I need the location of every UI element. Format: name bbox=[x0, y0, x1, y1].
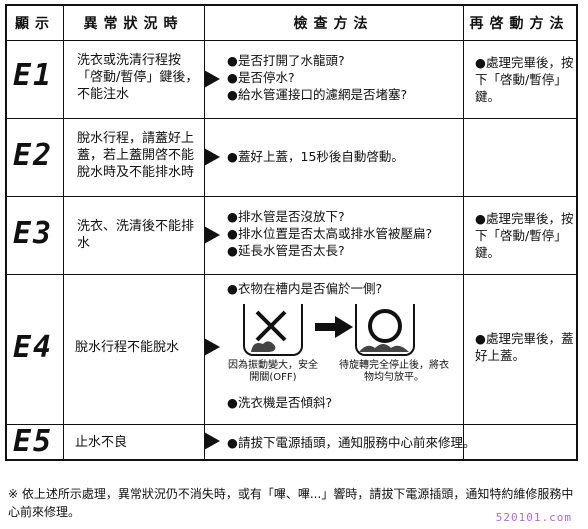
check-item: ●蓋好上蓋，15秒後自動啓動。 bbox=[227, 149, 404, 164]
check-item: ●延長水管是否太長? bbox=[227, 243, 345, 258]
error-code: E1 bbox=[13, 58, 54, 93]
error-code: E3 bbox=[13, 216, 54, 251]
table-row-e5: E5 止水不良 ●請拔下電源插頭，通知服務中心前來修理。 bbox=[7, 424, 576, 459]
header-display: 顯示 bbox=[15, 16, 55, 32]
check-item: ●是否打開了水龍頭? bbox=[227, 53, 345, 68]
error-code: E4 bbox=[13, 330, 54, 365]
footnote: ※ 依上述所示處理，異常狀況仍不消失時，或有「嗶、嗶...」響時，請拔下電源插頭… bbox=[8, 487, 574, 519]
check-list: ●衣物在槽内是否偏於一側? bbox=[227, 280, 465, 297]
header-condition: 異常狀況時 bbox=[83, 16, 184, 32]
header-check: 檢查方法 bbox=[293, 16, 374, 32]
condition-text: 洗衣或洗清行程按「啓動/暫停」鍵後，不能注水 bbox=[77, 53, 199, 102]
check-list: ●是否打開了水龍頭? ●是否停水? ●給水管運接口的濾網是否堵塞? bbox=[227, 52, 465, 103]
arrow-right-icon bbox=[204, 432, 220, 450]
table-row-e4: E4 脫水行程不能脫水 ●衣物在槽内是否偏於一側? bbox=[7, 274, 576, 425]
figure-caption-right: 待旋轉完全停止後，將衣物均勻放平。 bbox=[339, 360, 449, 383]
check-list: ●請拔下電源插頭，通知服務中心前來修理。 bbox=[227, 434, 567, 451]
figure-caption-left: 因為振動變大，安全開關(OFF) bbox=[228, 360, 318, 383]
error-code-table: 顯示 異常狀況時 檢查方法 再啓動方法 E1 洗衣或洗清行程按「啓動/暫停」鍵後… bbox=[5, 4, 578, 461]
column-divider bbox=[63, 6, 64, 459]
check-item: ●排水位置是否太高或排水管被壓扁? bbox=[227, 226, 433, 241]
check-item: ●給水管運接口的濾網是否堵塞? bbox=[227, 87, 408, 102]
check-item: ●衣物在槽内是否偏於一側? bbox=[227, 281, 383, 296]
restart-text: ●處理完畢後，蓋好上蓋。 bbox=[475, 331, 574, 363]
check-item: ●請拔下電源插頭，通知服務中心前來修理。 bbox=[227, 435, 476, 450]
table-header: 顯示 異常狀況時 檢查方法 再啓動方法 bbox=[7, 6, 576, 41]
spin-figure: 因為振動變大，安全開關(OFF) 待旋轉完全停止後，將衣物均勻放平。 bbox=[228, 304, 463, 394]
arrow-right-icon bbox=[204, 338, 220, 356]
watermark-text: 520101.com bbox=[495, 511, 572, 524]
condition-text: 脫水行程，請蓋好上蓋，若上蓋開啓不能脫水時及不能排水時 bbox=[77, 131, 195, 180]
check-item: ●是否停水? bbox=[227, 70, 295, 85]
condition-text: 止水不良 bbox=[75, 435, 128, 450]
thick-arrow-right-icon bbox=[315, 316, 353, 338]
washer-tub-even bbox=[355, 304, 415, 356]
arrow-right-icon bbox=[204, 226, 220, 244]
table-row-e2: E2 脫水行程，請蓋好上蓋，若上蓋開啓不能脫水時及不能排水時 ●蓋好上蓋，15秒… bbox=[7, 118, 576, 197]
column-divider bbox=[463, 6, 464, 459]
check-list: ●排水管是否沒放下? ●排水位置是否太高或排水管被壓扁? ●延長水管是否太長? bbox=[227, 208, 465, 259]
check-list: ●洗衣機是否傾斜? bbox=[227, 394, 465, 411]
restart-text: ●處理完畢後，按下「啓動/暫停」鍵。 bbox=[475, 211, 574, 260]
condition-text: 脫水行程不能脫水 bbox=[75, 340, 180, 355]
error-code: E5 bbox=[13, 424, 54, 459]
arrow-right-icon bbox=[204, 70, 220, 88]
table-row-e3: E3 洗衣、洗清後不能排水 ●排水管是否沒放下? ●排水位置是否太高或排水管被壓… bbox=[7, 196, 576, 275]
check-list: ●蓋好上蓋，15秒後自動啓動。 bbox=[227, 148, 465, 165]
laundry-lump-icon bbox=[251, 341, 276, 352]
header-restart: 再啓動方法 bbox=[469, 16, 570, 32]
washer-tub-uneven bbox=[243, 304, 303, 356]
cross-mark-icon bbox=[255, 310, 287, 342]
circle-mark-icon bbox=[368, 309, 402, 343]
condition-text: 洗衣、洗清後不能排水 bbox=[77, 219, 195, 251]
arrow-right-icon bbox=[204, 148, 220, 166]
restart-text: ●處理完畢後，按下「啓動/暫停」鍵。 bbox=[475, 55, 574, 104]
error-code: E2 bbox=[13, 138, 54, 173]
laundry-even-icon bbox=[359, 344, 409, 352]
check-item: ●洗衣機是否傾斜? bbox=[227, 395, 333, 410]
table-row-e1: E1 洗衣或洗清行程按「啓動/暫停」鍵後，不能注水 ●是否打開了水龍頭? ●是否… bbox=[7, 40, 576, 119]
check-item: ●排水管是否沒放下? bbox=[227, 209, 345, 224]
